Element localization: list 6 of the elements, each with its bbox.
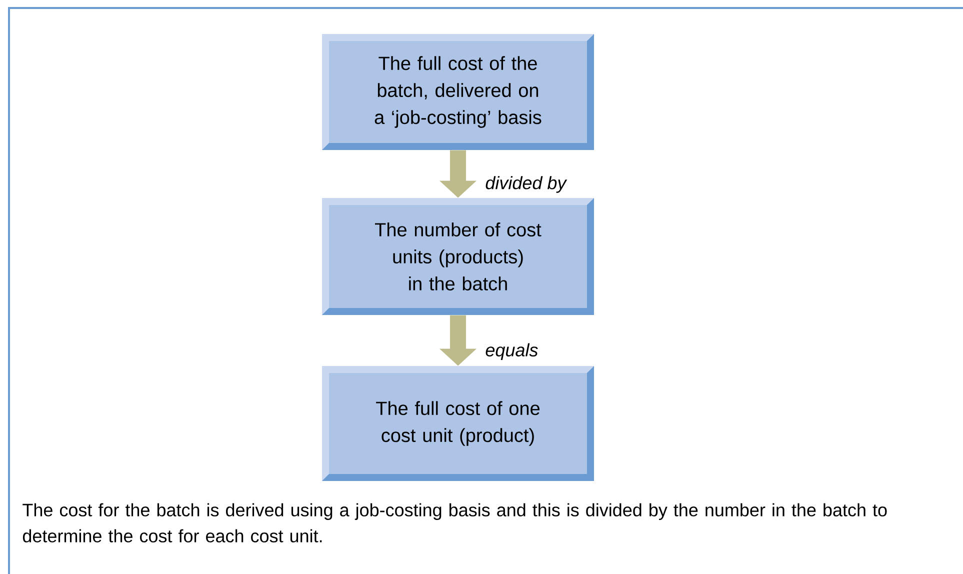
process-box: The number of cost units (products) in the batch xyxy=(322,198,594,315)
process-box: The full cost of one cost unit (product) xyxy=(322,366,594,481)
caption: The cost for the batch is derived using a job-costing basis and this is divided by the number in the batch to determine the cost for each cost unit. xyxy=(22,503,887,542)
edge-label: divided by xyxy=(486,176,568,193)
edge-label: equals xyxy=(486,343,538,360)
process-box: The full cost of the batch, delivered on a ‘job-costing’ basis xyxy=(322,34,594,150)
